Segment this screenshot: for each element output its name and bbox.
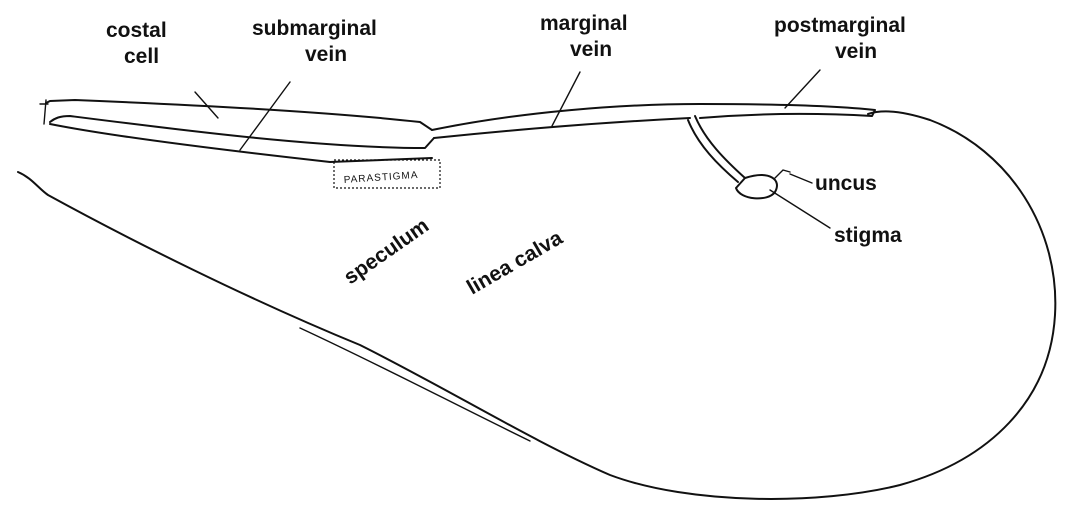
marginal-vein-label-line2: vein xyxy=(570,38,612,61)
postmarginal-vein-label-line1: postmarginal xyxy=(774,14,906,37)
costal-cell-label-line2: cell xyxy=(124,45,159,68)
stigma-knob xyxy=(736,175,777,198)
submarginal-vein-label-line2: vein xyxy=(305,43,347,66)
marginal-vein-lower xyxy=(434,118,690,138)
leader-uncus xyxy=(790,174,812,183)
costal-cell-lower xyxy=(50,116,434,148)
submarginal-vein-label-line1: submarginal xyxy=(252,17,377,40)
costal-cell-outline xyxy=(46,100,432,130)
linea-calva-label: linea calva xyxy=(463,226,567,299)
submarginal-vein xyxy=(50,124,432,162)
stigmal-vein-2 xyxy=(688,120,738,182)
postmarginal-vein-label-line2: vein xyxy=(835,40,877,63)
uncus-hook xyxy=(775,170,790,178)
stigma-label: stigma xyxy=(834,224,902,247)
costal-cell-label-line1: costal xyxy=(106,19,167,42)
wing-margin-shading xyxy=(300,328,530,441)
leader-stigma xyxy=(770,190,830,228)
leader-marginal-vein xyxy=(552,72,580,126)
stigmal-vein xyxy=(695,116,745,178)
wing-outline xyxy=(18,112,1055,499)
uncus-label: uncus xyxy=(815,172,877,195)
marginal-vein-label-line1: marginal xyxy=(540,12,628,35)
parastigma-label: PARASTIGMA xyxy=(343,170,418,186)
leader-postmarginal-vein xyxy=(785,70,820,108)
wing-base-notch xyxy=(40,100,48,124)
speculum-label: speculum xyxy=(340,214,433,289)
